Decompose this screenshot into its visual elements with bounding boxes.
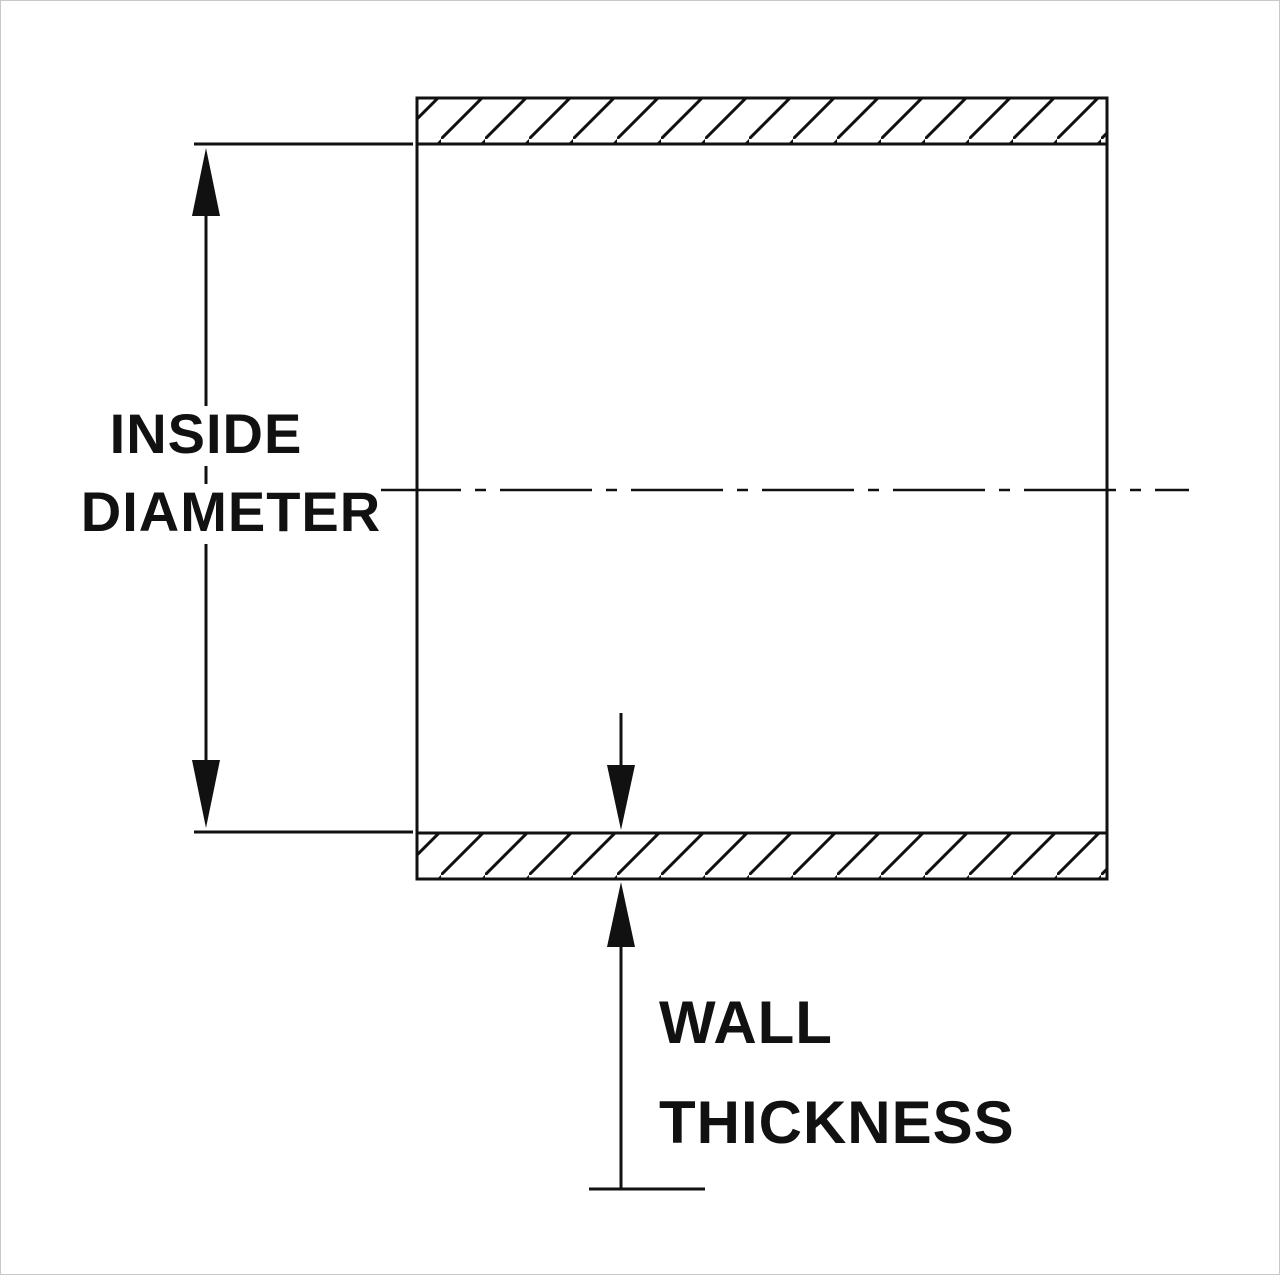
arrow-down-icon (607, 765, 635, 830)
arrow-up-icon (192, 148, 220, 216)
label-mask (81, 484, 381, 544)
wall-thickness-dimension: WALL THICKNESS (589, 713, 1015, 1191)
inside-diameter-label-line2: DIAMETER (81, 480, 381, 543)
wall-thickness-label-line1: WALL (659, 989, 833, 1056)
wall-thickness-label-line2: THICKNESS (659, 1089, 1015, 1156)
tube-outline (415, 96, 1109, 881)
arrow-down-icon (192, 760, 220, 828)
bottom-wall-hatch (415, 831, 1109, 881)
inside-diameter-dimension: INSIDE DIAMETER (81, 142, 413, 834)
inside-diameter-label-line1: INSIDE (110, 402, 303, 465)
tube-body-rect (415, 96, 1109, 881)
top-wall-hatch (415, 96, 1109, 146)
arrow-up-icon (607, 882, 635, 947)
label-mask (107, 406, 305, 466)
